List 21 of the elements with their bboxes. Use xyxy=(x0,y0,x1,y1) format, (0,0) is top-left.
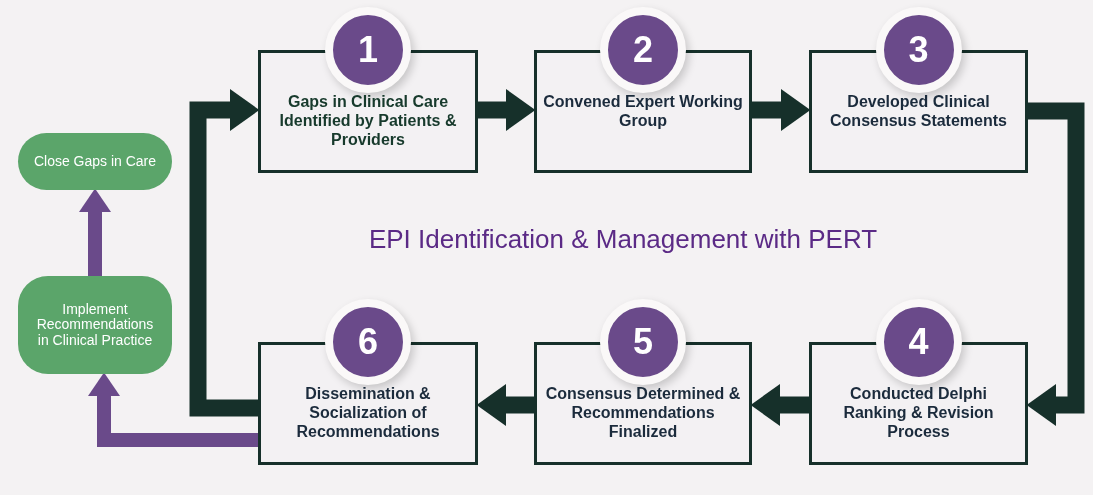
rounded-step-box: Close Gaps in Care xyxy=(18,133,172,190)
step-number-badge: 4 xyxy=(875,299,962,385)
step-box xyxy=(258,7,478,173)
diagram-title: EPI Identification & Management with PERT xyxy=(367,224,879,255)
step-label: Convened Expert Working Group xyxy=(542,92,744,131)
step-box xyxy=(534,299,752,465)
step-box xyxy=(534,7,752,173)
step-label: Consensus Determined & Recommendations Finalized xyxy=(544,384,742,442)
step-label: Gaps in Clinical Care Identified by Patients & Providers xyxy=(278,92,458,150)
step-number-badge: 2 xyxy=(600,7,686,93)
step-number-badge: 5 xyxy=(600,299,686,385)
step-box xyxy=(809,299,1028,465)
step-box xyxy=(258,299,478,465)
step-label: Conducted Delphi Ranking & Revision Process xyxy=(842,384,995,442)
step-number-badge: 6 xyxy=(325,299,411,385)
step-box xyxy=(809,7,1028,173)
step-number-badge: 3 xyxy=(875,7,962,93)
step-label: Dissemination & Socialization of Recommendations xyxy=(295,384,441,442)
step-number-badge: 1 xyxy=(325,7,411,93)
rounded-step-box: Implement Recommendations in Clinical Practice xyxy=(18,276,172,374)
step-label: Developed Clinical Consensus Statements xyxy=(829,92,1008,131)
